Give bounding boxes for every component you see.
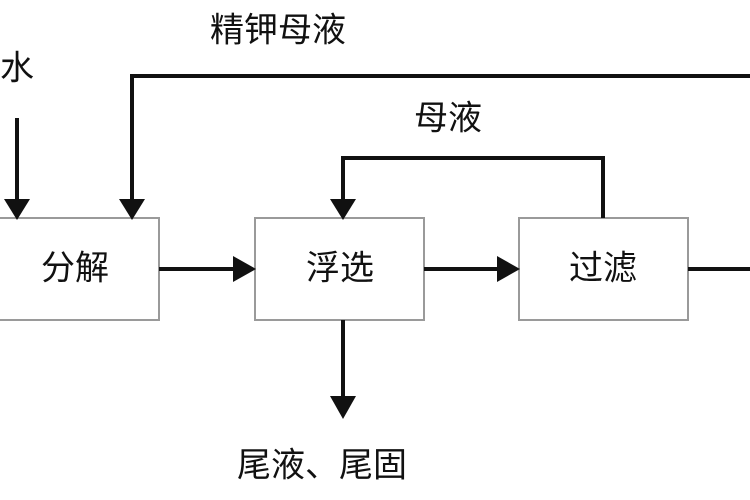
refined-potassium-recycle-line [130, 74, 750, 200]
filtration-box [518, 217, 689, 321]
decomposition-label: 分解 [41, 249, 109, 289]
decomposition-to-flotation-arrowhead [233, 256, 256, 282]
tailings-output-arrowhead [330, 396, 356, 419]
flotation-box [254, 217, 425, 321]
refined-potassium-recycle-arrowhead [119, 199, 145, 220]
water-label: 水 [0, 49, 34, 89]
water-input-arrowhead [4, 199, 30, 220]
decomposition-box [0, 217, 160, 321]
refined-potassium-mother-liquor-label: 精钾母液 [210, 11, 346, 51]
mother-liquor-recycle-arrowhead [330, 199, 356, 220]
mother-liquor-recycle-line [341, 156, 605, 218]
mother-liquor-label: 母液 [414, 99, 482, 139]
tailings-output-label: 尾液、尾固 [237, 446, 407, 486]
flotation-to-filtration-arrowhead [497, 256, 520, 282]
flotation-label: 浮选 [306, 249, 374, 289]
filtration-label: 过滤 [569, 249, 637, 289]
